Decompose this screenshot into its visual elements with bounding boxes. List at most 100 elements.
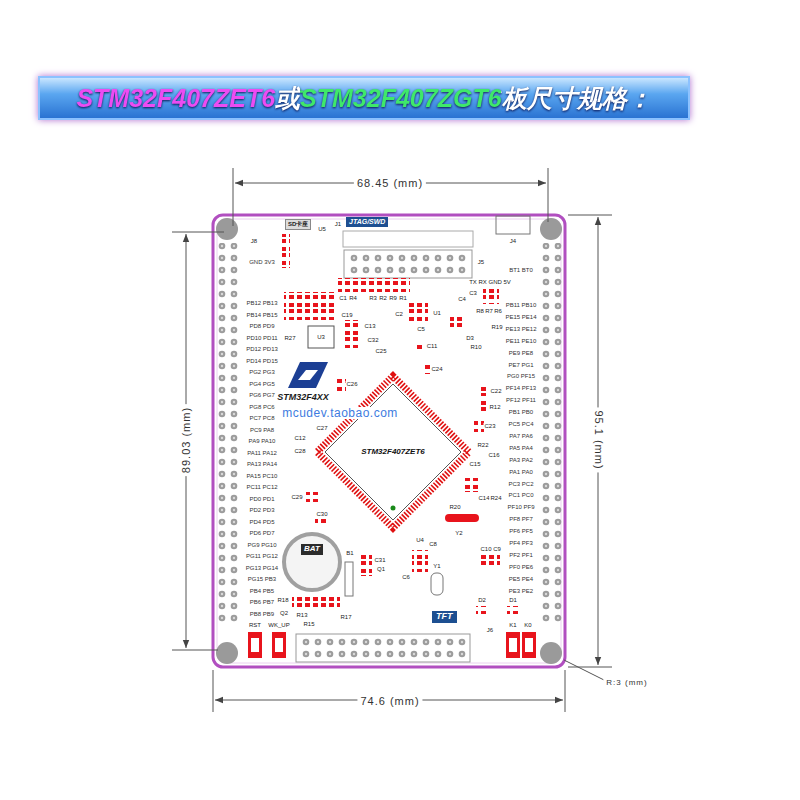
pin-name: PB1 PB0 [508,409,534,415]
pin-name: PC7 PC8 [248,415,275,421]
node-text: BAT [301,544,323,555]
component-ref: R18 [276,597,289,603]
pin-name: PA3 PA2 [508,457,533,463]
component-ref: C29 [290,494,303,500]
pin-name: PC1 PC0 [507,492,534,498]
component-ref: R24 [489,495,502,501]
pin-name: PG6 PG7 [248,392,276,398]
node-text: STM32F407ZET6 [359,447,427,458]
component-ref: C4 [457,296,467,302]
component-ref: R20 [448,504,461,510]
pin-name: PA11 PA12 [246,450,278,456]
pin-name: PA7 PA6 [508,433,533,439]
component-ref: C19 [340,312,353,318]
watermark: mcudev.taobao.com [280,407,400,419]
component-ref: R19 [490,324,503,330]
component-ref: R4 [348,295,358,301]
component-ref: J5 [477,259,485,265]
component-ref: C8 [428,541,438,547]
pin-name: PD6 PD7 [248,530,275,536]
pin-name: PD14 PD15 [245,358,279,364]
component-ref: C22 [489,388,502,394]
component-ref: Y1 [432,563,441,569]
component-ref: C25 [374,348,387,354]
pin-name: PB6 PB7 [249,599,275,605]
pin-name: PG4 PG5 [248,381,276,387]
node-text: SD卡座 [288,221,308,228]
pin-name: GND 3V3 [248,259,276,265]
component-ref: C26 [345,381,358,387]
pin-name: PG13 PG14 [245,565,279,571]
pin-name: PC5 PC4 [507,421,534,427]
component-ref: C30 [315,511,328,517]
component-ref: C6 [401,574,411,580]
component-ref: C24 [430,366,443,372]
component-ref: C1 [338,295,348,301]
model-text: STM32F4XX [276,393,330,402]
pin-name: PA9 PA10 [248,438,277,444]
dimension-label: 95.1 (mm) [593,407,604,472]
sd-socket-label: SD卡座 [285,219,311,230]
component-ref: C23 [483,423,496,429]
component-ref: U4 [415,537,425,543]
pin-name: BT1 BT0 [508,267,534,273]
dimension-label: R:3 (mm) [603,679,650,687]
pin-name: PD4 PD5 [248,519,275,525]
component-ref: C32 [366,337,379,343]
component-ref: R15 [302,621,315,627]
dimension-label: 74.6 (mm) [357,696,422,707]
pin-name: PG9 PG10 [246,542,277,548]
component-ref: J4 [509,238,517,244]
component-ref: C5 [416,326,426,332]
component-ref: C11 [426,343,439,349]
pin-name: PD8 PD9 [248,323,275,329]
pin-name: PE13 PE12 [504,326,537,332]
component-ref: K0 [523,622,532,628]
component-ref: R6 [493,308,503,314]
pin-name: PG2 PG3 [248,369,276,375]
pin-name: PF12 PF11 [505,397,537,403]
pin-name: PG0 PF15 [506,373,536,379]
pin-name: PG11 PG12 [245,553,279,559]
pin-name: PD0 PD1 [248,496,275,502]
component-ref: R27 [283,335,296,341]
component-ref: R1 [398,295,408,301]
component-ref: U3 [316,334,326,340]
component-ref: D3 [465,335,475,341]
pin-name: PF6 PF5 [508,528,534,534]
pin-name: PB12 PB13 [245,300,278,306]
component-ref: R17 [339,614,352,620]
component-ref: B1 [345,550,354,556]
title-text: STM32F407ZET6或STM32F407ZGT6板尺寸规格： [76,83,651,113]
pin-name: PE3 PE2 [508,588,534,594]
component-ref: R22 [476,442,489,448]
component-ref: Q1 [376,566,386,572]
component-ref: R13 [295,612,308,618]
pin-name: PF2 PF1 [508,552,534,558]
pin-name: PA13 PA14 [246,461,278,467]
pin-name: PC3 PC2 [507,481,534,487]
component-ref: D2 [477,597,487,603]
component-ref: R2 [378,295,388,301]
battery-holder: BAT [282,532,342,592]
component-ref: U5 [317,226,327,232]
component-ref: K1 [508,622,517,628]
pin-name: PF4 PF3 [508,540,534,546]
pin-name: PF0 PE6 [508,564,534,570]
pin-name: PB11 PB10 [505,302,538,308]
component-ref: J6 [486,627,494,633]
pin-name: PC9 PA8 [249,427,275,433]
pin-name: PC11 PC12 [245,484,278,490]
component-ref: C28 [293,448,306,454]
pin-name: PE7 PG1 [507,362,534,368]
pin-name: PB4 PB5 [249,588,275,594]
component-ref: C27 [315,425,328,431]
jtag-label: JTAG/SWD [346,217,388,227]
component-ref: C12 [293,435,306,441]
pin-name: PA15 PC10 [246,473,279,479]
component-ref: R9 [388,295,398,301]
pin-name: PF8 PF7 [508,516,534,522]
pin-name: PE11 PE10 [505,338,538,344]
pin-name: PA1 PA0 [508,469,533,475]
component-ref: WK_UP [267,622,290,628]
